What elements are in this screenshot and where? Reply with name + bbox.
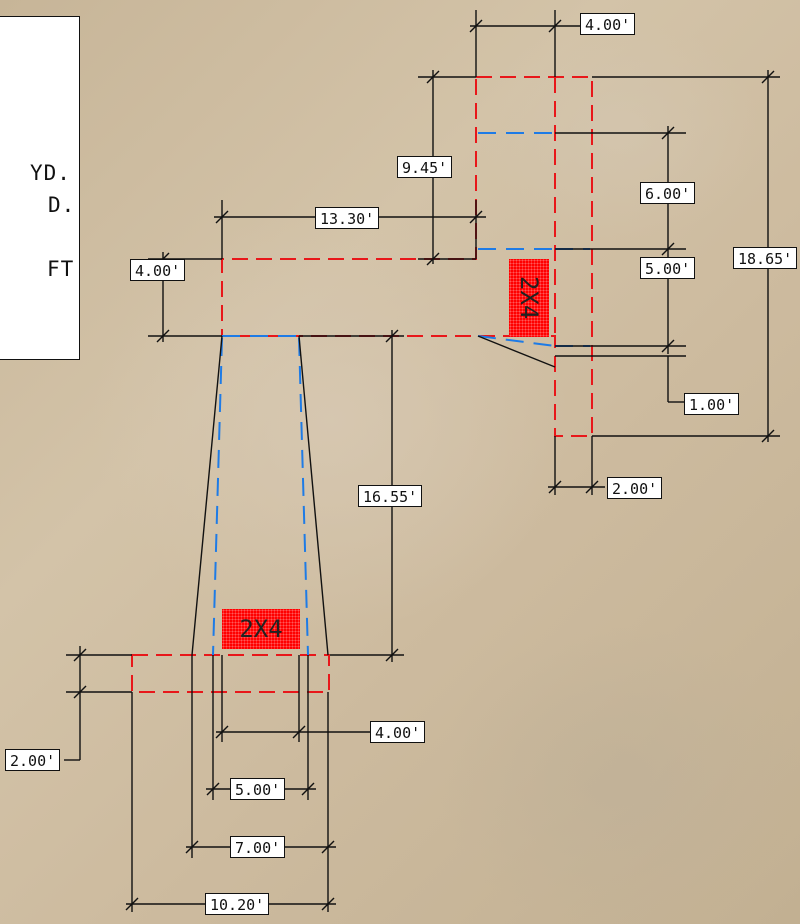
- dimension-lines: [64, 10, 780, 912]
- dim-overall-18: 18.65': [733, 247, 798, 269]
- dim-bottom-2: 2.00': [5, 749, 61, 771]
- upper-arm-outline: [221, 76, 593, 437]
- dim-length-16: 16.55': [358, 485, 423, 507]
- outline-group: [131, 76, 593, 693]
- note-line-2: D.: [48, 193, 76, 217]
- centerline-4: [477, 335, 556, 347]
- note-line-3: FT.: [47, 257, 80, 281]
- dim-bottom-7: 7.00': [230, 836, 286, 858]
- lumber-tag-vertical: 2X4: [509, 259, 549, 337]
- dim-left-4: 4.00': [130, 259, 186, 281]
- dim-bottom-10: 10.20': [205, 893, 270, 915]
- note-line-1: YD.: [30, 161, 71, 185]
- notes-panel: YD. D. FT.: [0, 16, 80, 360]
- lumber-tag-horizontal: 2X4: [222, 609, 300, 649]
- dim-offset-1: 1.00': [684, 393, 740, 415]
- taper-right-inner: [298, 337, 309, 656]
- dim-bottom-4: 4.00': [370, 721, 426, 743]
- taper-left-inner: [212, 337, 223, 656]
- dim-rise-6: 6.00': [640, 182, 696, 204]
- dim-rise-5: 5.00': [640, 257, 696, 279]
- dim-span-13: 13.30': [315, 207, 380, 229]
- bottom-pad-outline: [131, 654, 330, 693]
- centerline-group: [212, 132, 590, 656]
- dim-width-2: 2.00': [607, 477, 663, 499]
- dim-height-9: 9.45': [397, 156, 453, 178]
- dim-bottom-5: 5.00': [230, 778, 286, 800]
- dim-top-width: 4.00': [580, 13, 636, 35]
